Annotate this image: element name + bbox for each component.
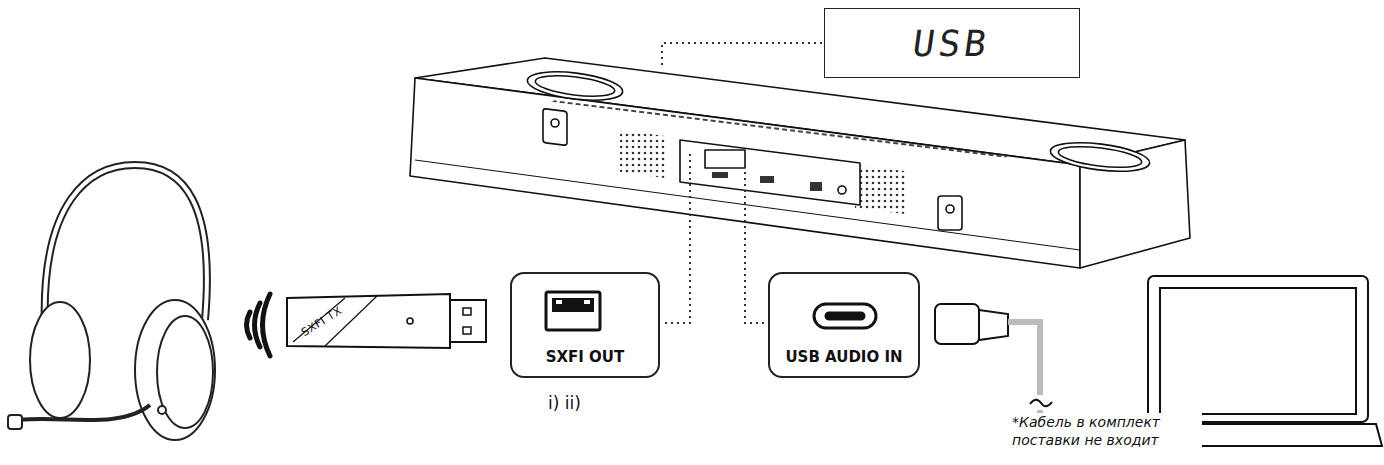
note: *Кабель в комплект поставки не входит [1012, 413, 1202, 449]
usb-a-icon [546, 292, 600, 330]
wireless-waves [247, 294, 271, 356]
port-box: SXFI OUT [510, 272, 660, 378]
leader-lines [662, 43, 822, 323]
soundbar [410, 58, 1190, 268]
node-text: USB [911, 23, 994, 64]
usb-c-icon [814, 304, 876, 328]
transmitter-dongle: SXFI TX [285, 290, 490, 352]
display-panel: USB [824, 8, 1080, 78]
callout-number: i) ii) [548, 393, 581, 413]
node-text: USB AUDIO IN [785, 348, 902, 366]
headset [8, 165, 215, 440]
node-text: SXFI OUT [546, 348, 625, 366]
port-box: USB AUDIO IN [768, 272, 920, 378]
